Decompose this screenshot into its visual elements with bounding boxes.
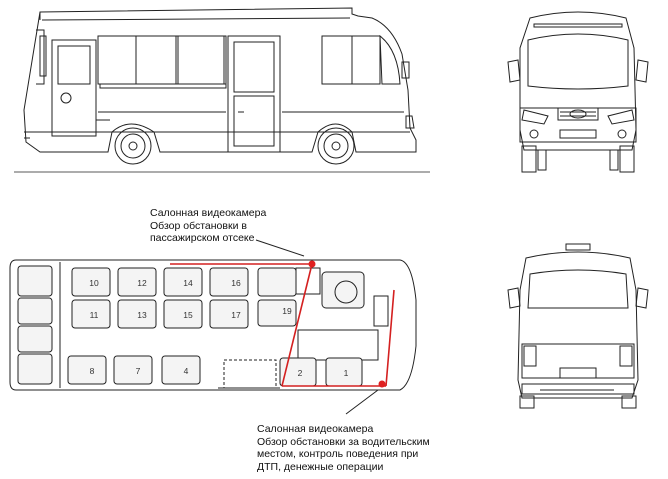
seat-layout (17, 265, 365, 387)
seat-number-7: 7 (136, 366, 141, 376)
seat-number-14: 14 (183, 278, 193, 288)
seat-number-8: 8 (90, 366, 95, 376)
seat-number-16: 16 (231, 278, 241, 288)
camera-dot-passenger (308, 260, 316, 268)
bus-front-view (507, 11, 649, 173)
seat-number-17: 17 (231, 310, 241, 320)
seat-number-4: 4 (184, 366, 189, 376)
callout-passenger-camera: Салонная видеокамера Обзор обстановки в … (150, 207, 266, 245)
callout-driver-camera-line2: Обзор обстановки за водительским (257, 435, 430, 448)
camera-wiring (170, 263, 395, 387)
callout-passenger-camera-line3: пассажирском отсеке (150, 232, 255, 244)
seat-number-11: 11 (90, 310, 99, 320)
callout-driver-camera-line1: Салонная видеокамера (257, 423, 374, 435)
callout-passenger-camera-line1: Салонная видеокамера (150, 207, 267, 219)
bus-side-view (14, 7, 430, 173)
seat-numbers: 10 11 12 13 14 15 16 17 19 8 7 4 2 1 (89, 278, 348, 378)
seat-number-13: 13 (137, 310, 147, 320)
leader-line-bottom (345, 389, 379, 415)
seat-number-2: 2 (298, 368, 303, 378)
callout-passenger-camera-line2: Обзор обстановки в (150, 219, 247, 232)
callout-driver-camera-line3: местом, контроль поведения при (257, 448, 419, 460)
seat-number-10: 10 (89, 278, 99, 288)
callout-driver-camera-line4: ДТП, денежные операции (257, 460, 384, 473)
bus-rear-view (507, 243, 649, 409)
seat-number-1: 1 (344, 368, 349, 378)
callout-driver-camera: Салонная видеокамера Обзор обстановки за… (257, 423, 430, 473)
seat-number-19: 19 (282, 306, 292, 316)
bus-floor-plan (9, 259, 417, 391)
leader-line-top (255, 239, 305, 257)
camera-dot-driver (378, 380, 386, 388)
seat-number-12: 12 (137, 278, 147, 288)
seat-number-15: 15 (183, 310, 193, 320)
